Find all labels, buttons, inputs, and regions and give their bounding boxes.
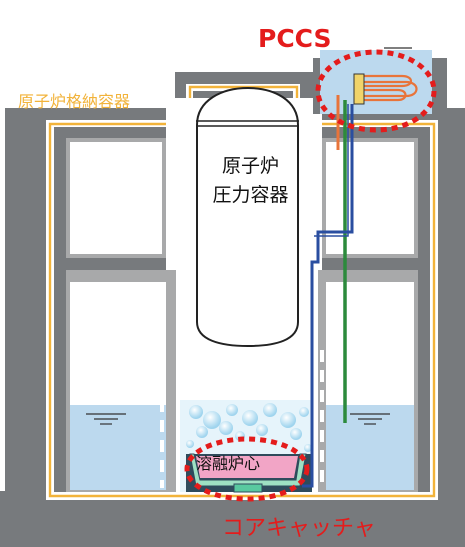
rpv-label-line1: 原子炉 (221, 155, 279, 177)
pccs-highlight (315, 49, 437, 133)
corium-pool (196, 456, 298, 478)
ground-slab (0, 491, 465, 547)
pccs-header (353, 73, 365, 105)
core-catcher-drain (233, 483, 263, 493)
upper-left-room (70, 142, 162, 254)
corium-label: 溶融炉心 (196, 454, 261, 473)
reactor-pressure-vessel (196, 86, 299, 348)
right-pool-water (326, 405, 414, 490)
core-catcher-liner (189, 453, 307, 487)
rpv-label-line2: 圧力容器 (212, 184, 289, 206)
containment-vessel-label: 原子炉格納容器 (18, 92, 131, 111)
core-catcher-label: コアキャッチャ (222, 516, 376, 541)
core-catcher-highlight (184, 436, 310, 502)
pccs-heat-exchanger-icon (356, 74, 418, 102)
left-pool-water (70, 405, 166, 490)
drain-pipe-to-core-catcher (302, 104, 354, 488)
pccs-label: PCCS (258, 24, 332, 53)
rpv-label: 原子炉 圧力容器 (203, 152, 298, 210)
steam-bubbles-icon (186, 403, 312, 452)
water-surface-icon (86, 413, 390, 425)
pedestal-vent-openings (160, 340, 324, 488)
upper-right-room (326, 142, 414, 254)
drain-pipe-secondary (314, 104, 349, 237)
